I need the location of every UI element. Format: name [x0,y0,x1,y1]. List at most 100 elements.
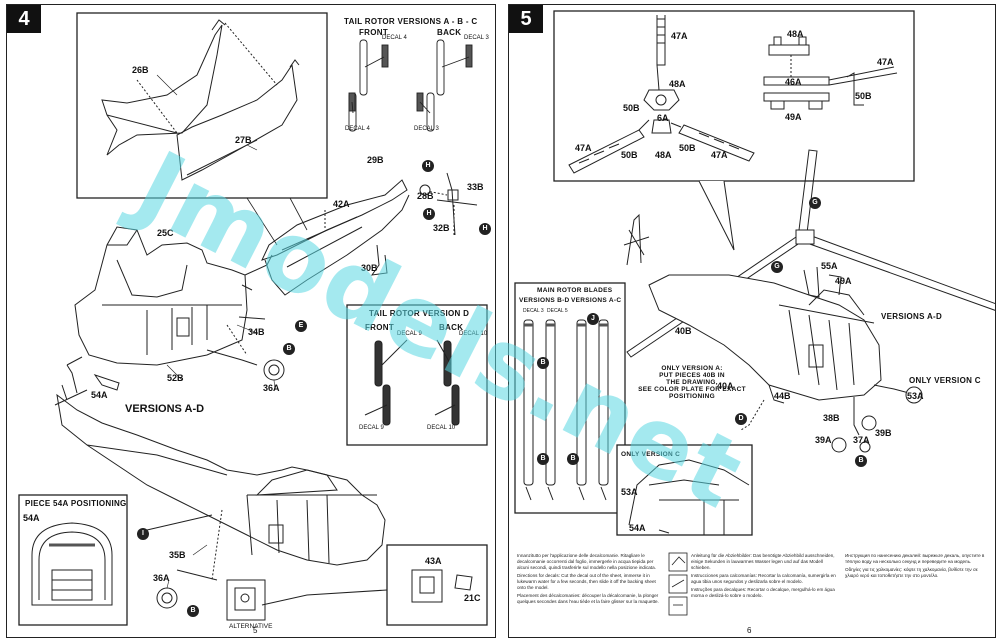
part-label-39b: 39B [875,428,892,438]
callout-g-top: G [809,197,821,209]
part-label-39a: 39A [815,435,832,445]
callout-b: B [283,343,295,355]
part-label-48a-bottom: 48A [655,150,672,160]
instructions-column-3: Инструкция по нанесению декалей: вырежьт… [845,553,991,633]
assembly-drawing-step-5 [514,10,995,536]
instruction-para: Instrucciones para calcomanías: Recortar… [691,573,836,584]
tail-rotor-d-front: FRONT [365,323,395,332]
part-label-28b: 28B [417,191,434,201]
instructions-column-2: Anleitung für die Abziehbilder: Das benö… [691,553,839,633]
part-label-47a-left: 47A [575,143,592,153]
blades-decal-3: DECAL 3 [523,308,544,314]
blades-decal-5: DECAL 5 [547,308,568,314]
part-label-32b: 32B [433,223,450,233]
callout-e: E [295,320,307,332]
instruction-page-step-4: 4 [6,4,496,638]
blades-versions-ac: VERSIONS A-C [571,297,622,304]
decal-4-label: DECAL 4 [382,35,407,41]
callout-b-blade-1: B [537,357,549,369]
piece-54a-positioning-title: PIECE 54A POSITIONING [25,499,127,508]
part-label-47a-top: 47A [671,31,688,41]
part-label-47a-box: 47A [877,57,894,67]
instruction-para: Directions for decals: Cut the decal out… [517,573,656,590]
part-label-40b: 40B [675,326,692,336]
part-label-54a: 54A [91,390,108,400]
only-version-c-label: ONLY VERSION C [909,376,981,385]
part-label-40a: 40A [717,381,734,391]
note-line-4: SEE COLOR PLATE FOR EXACT [638,386,746,393]
only-version-c-inset-label: ONLY VERSION C [621,451,681,458]
part-label-6a: 6A [657,113,669,123]
part-label-30b: 30B [361,263,378,273]
part-label-54a-inset: 54A [629,523,646,533]
decal-10-label: DECAL 10 [459,331,488,337]
instruction-para: Placement des décalcomanies: découper la… [517,593,659,604]
callout-j: J [587,313,599,325]
decal-3-label: DECAL 3 [464,35,489,41]
tail-rotor-abc-back: BACK [437,28,462,37]
part-label-47a-right: 47A [711,150,728,160]
part-label-49a-box: 49A [785,112,802,122]
part-label-36a: 36A [263,383,280,393]
note-line-3: THE DRAWING, [666,379,718,386]
instruction-para: Anleitung für die Abziehbilder: Das benö… [691,553,835,570]
callout-b-blade-2: B [537,453,549,465]
part-label-37a: 37A [853,435,870,445]
main-rotor-blades-title: MAIN ROTOR BLADES [537,287,613,294]
tail-rotor-abc-title: TAIL ROTOR VERSIONS A - B - C [344,17,478,26]
versions-a-d-label: VERSIONS A-D [881,312,943,321]
part-label-50b-left: 50B [623,103,640,113]
decal-3-lower-label: DECAL 3 [414,126,439,132]
part-label-53a: 53A [907,391,924,401]
tail-rotor-abc-front: FRONT [359,28,389,37]
part-label-48a-box: 48A [787,29,804,39]
part-label-26b: 26B [132,65,149,75]
callout-b-gear: B [855,455,867,467]
callout-i: I [137,528,149,540]
note-line-1: ONLY VERSION A: [661,365,723,372]
blades-versions-bd: VERSIONS B-D [519,297,570,304]
part-label-48a-top: 48A [669,79,686,89]
callout-g-left: G [771,261,783,273]
assembly-drawing-step-4 [18,12,488,626]
part-label-55a: 55A [821,261,838,271]
note-line-5: POSITIONING [669,393,715,400]
part-label-36a-lower: 36A [153,573,170,583]
callout-b-blade-3: B [567,453,579,465]
part-label-54a-inset: 54A [23,513,40,523]
part-label-33b: 33B [467,182,484,192]
callout-d: D [735,413,747,425]
step-number: 5 [509,5,543,33]
instructions-column-1: Innanzitutto per l'applicazione delle de… [517,553,665,633]
tail-rotor-d-title: TAIL ROTOR VERSION D [369,309,470,318]
part-label-52b: 52B [167,373,184,383]
part-label-44b: 44B [774,391,791,401]
part-label-50b-right: 50B [679,143,696,153]
page-number-left: 5 [253,626,258,635]
instruction-para: Οδηγίες για τις χαλκομανίες: κόψτε τη χα… [845,567,978,578]
part-label-35b: 35B [169,550,186,560]
instruction-para: Innanzitutto per l'applicazione delle de… [517,553,656,570]
part-label-49a: 49A [835,276,852,286]
part-label-25c: 25C [157,228,174,238]
decal-9-label: DECAL 9 [397,331,422,337]
callout-h-top: H [422,160,434,172]
callout-h-mid: H [423,208,435,220]
callout-h-right: H [479,223,491,235]
part-label-43a: 43A [425,556,442,566]
part-label-53a-inset: 53A [621,487,638,497]
tail-rotor-d-back: BACK [439,323,464,332]
decal-9-lower-label: DECAL 9 [359,425,384,431]
part-label-21c: 21C [464,593,481,603]
callout-b-lower: B [187,605,199,617]
part-label-38b: 38B [823,413,840,423]
versions-a-d-label: VERSIONS A-D [125,403,205,415]
part-label-42a: 42A [333,199,350,209]
only-version-a-note: ONLY VERSION A: PUT PIECES 40B IN THE DR… [637,365,747,400]
part-label-29b: 29B [367,155,384,165]
step-number: 4 [7,5,41,33]
instruction-page-step-5: 5 [508,4,996,638]
part-label-50b-bottom-left: 50B [621,150,638,160]
instruction-para: Инструкция по нанесению декалей: вырежьт… [845,553,985,564]
part-label-27b: 27B [235,135,252,145]
